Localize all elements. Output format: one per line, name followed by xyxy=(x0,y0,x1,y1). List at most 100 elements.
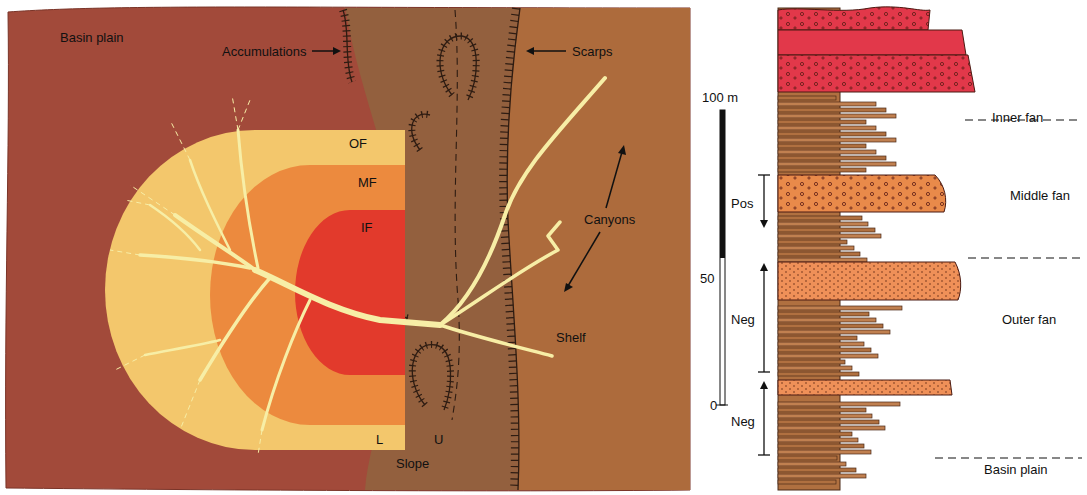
scarp-lines xyxy=(412,345,450,410)
scarp-lines xyxy=(343,10,352,82)
stratigraphic-column xyxy=(778,480,836,484)
zone-fill xyxy=(105,130,405,450)
stratigraphic-column xyxy=(778,246,854,250)
distributary-channels xyxy=(170,120,190,160)
distributary-channels xyxy=(232,95,238,130)
scarp-lines xyxy=(440,36,476,100)
scarp-lines xyxy=(412,114,430,150)
region-label: Slope xyxy=(396,456,429,471)
stratigraphic-column xyxy=(778,348,871,352)
distributary-channels xyxy=(115,355,145,370)
canyon-channels xyxy=(190,160,230,250)
stratigraphic-column xyxy=(778,414,872,418)
stratigraphic-column xyxy=(778,456,837,460)
stratigraphic-column xyxy=(778,360,845,364)
scale-bar xyxy=(716,110,728,405)
callout-label: Accumulations xyxy=(222,44,307,59)
trend-label: Neg xyxy=(731,312,755,327)
canyon-channels xyxy=(145,340,220,355)
sandstone-beds xyxy=(778,175,946,212)
distributary-channels xyxy=(110,95,262,455)
callout-arrows xyxy=(526,47,534,55)
stratigraphic-column xyxy=(778,372,859,376)
sandstone-beds xyxy=(778,7,975,395)
stratigraphic-column xyxy=(778,252,860,256)
stratigraphic-column xyxy=(778,474,866,478)
distributary-channels xyxy=(130,185,175,215)
region-label: L xyxy=(376,432,383,447)
shelf-ground xyxy=(507,8,690,490)
trend-label: Pos xyxy=(731,196,753,211)
sandstone-beds xyxy=(778,262,961,300)
scarp-lines xyxy=(452,10,459,420)
stratigraphic-column xyxy=(778,408,866,412)
zone-boundaries xyxy=(935,120,1082,458)
stratigraphic-column xyxy=(778,318,876,322)
callout-arrows xyxy=(618,145,626,155)
scale-label: 0 xyxy=(710,398,717,413)
stratigraphic-column xyxy=(778,468,856,472)
sandstone-beds xyxy=(778,30,966,55)
stratigraphic-column xyxy=(778,366,852,370)
distributary-channels xyxy=(238,100,250,130)
stratigraphic-column xyxy=(778,420,879,424)
stratigraphic-column xyxy=(778,402,900,406)
stratigraphic-column xyxy=(778,132,886,136)
canyon-channels xyxy=(200,278,270,380)
scale-bar xyxy=(720,110,725,258)
sandstone-beds xyxy=(778,380,952,395)
scarp-lines xyxy=(412,114,430,150)
stratigraphic-column xyxy=(778,336,857,340)
stratigraphic-column xyxy=(778,216,862,220)
stratigraphic-column xyxy=(778,120,866,124)
scarp-lines xyxy=(440,36,476,100)
callout-arrows xyxy=(532,50,566,52)
facies-label: Middle fan xyxy=(1010,188,1070,203)
stratigraphic-column xyxy=(778,240,847,244)
stratigraphic-column xyxy=(778,342,864,346)
callout-label: Scarps xyxy=(572,44,612,59)
canyon-channels xyxy=(140,255,250,268)
stratigraphic-column xyxy=(778,354,878,358)
distributary-channels xyxy=(180,380,200,430)
stratigraphic-column xyxy=(778,228,875,232)
stratigraphic-column xyxy=(778,222,868,226)
inner-fan-zone: IF xyxy=(295,210,405,375)
stratigraphic-column xyxy=(778,96,836,100)
canyon-channels xyxy=(440,222,560,325)
trend-arrows xyxy=(763,270,764,372)
callout-arrows xyxy=(606,152,622,208)
canyon-channels xyxy=(440,78,605,325)
zone-label: OF xyxy=(349,136,367,151)
stratigraphic-column xyxy=(778,462,846,466)
scarp-lines xyxy=(343,10,352,82)
zone-boundaries xyxy=(935,457,1082,458)
region-label: Basin plain xyxy=(60,30,124,45)
stratigraphic-column xyxy=(778,426,885,430)
facies-label: Outer fan xyxy=(1002,312,1056,327)
callout-arrows xyxy=(312,50,336,52)
trend-arrows xyxy=(763,175,764,222)
callout-arrows xyxy=(568,232,600,286)
stratigraphic-column xyxy=(778,234,881,238)
trend-arrows xyxy=(760,381,768,389)
zone-shape xyxy=(295,210,405,375)
region-label: Shelf xyxy=(556,330,586,345)
callout-label: Canyons xyxy=(584,212,635,227)
callout-arrows xyxy=(333,47,341,55)
scale-bar xyxy=(720,110,725,405)
zone-fill xyxy=(295,210,405,375)
sandstone-beds xyxy=(778,262,961,300)
distributary-channels xyxy=(125,200,150,205)
distributary-channels xyxy=(110,250,140,255)
distributary-channels xyxy=(258,430,262,455)
outer-fan-zone: OF MF IF xyxy=(105,130,405,450)
stratigraphic-column xyxy=(778,150,876,154)
zone-label: MF xyxy=(358,175,377,190)
stratigraphic-column xyxy=(778,258,867,262)
facies-label: Inner fan xyxy=(992,110,1043,125)
canyon-channels xyxy=(255,270,440,325)
stratigraphic-column xyxy=(778,168,866,172)
sandstone-beds xyxy=(778,55,975,92)
